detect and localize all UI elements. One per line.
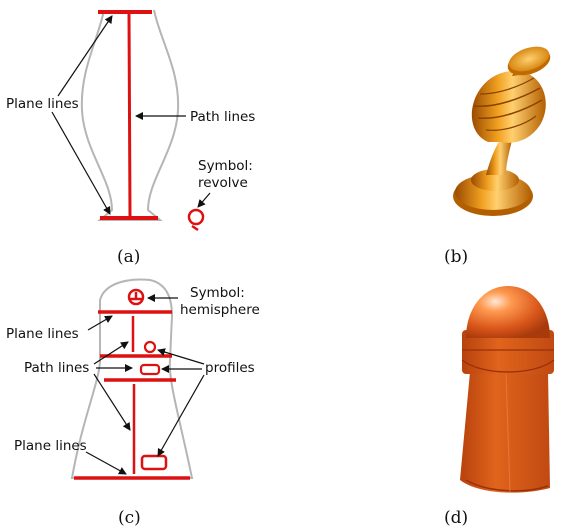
path-lines-label: Path lines <box>190 109 255 125</box>
panel-d: (d) <box>444 286 555 528</box>
plane-lines-arrow-top <box>57 15 113 97</box>
symbol-arrow <box>197 192 211 208</box>
panel-a: Plane lines Path lines Symbol: revolve (… <box>6 9 255 267</box>
caption-a: (a) <box>117 247 140 267</box>
panel-c: Symbol: hemisphere Plane lines Path line… <box>6 278 260 528</box>
path-lines-label-c: Path lines <box>24 360 89 376</box>
symbol-name-revolve: revolve <box>198 175 248 191</box>
path-lines-arrow-c3 <box>93 373 131 431</box>
plane-lines-label-bottom: Plane lines <box>14 438 87 454</box>
profile-rect-icon <box>139 363 161 376</box>
plane-lines-arrow-bottom <box>51 111 111 215</box>
plane-lines-arrow-c1 <box>87 315 113 331</box>
revolve-symbol-icon <box>187 208 205 232</box>
path-line <box>127 13 132 217</box>
caption-c: (c) <box>118 508 141 528</box>
profiles-arrow-3 <box>157 374 205 457</box>
plane-lines-label: Plane lines <box>6 96 79 112</box>
symbol-label-c: Symbol: <box>190 285 245 301</box>
hemisphere-symbol-icon <box>127 288 145 306</box>
symbol-name-hemisphere: hemisphere <box>180 302 260 318</box>
profiles-arrow-1 <box>157 348 205 365</box>
caption-b: (b) <box>444 247 468 267</box>
plane-lines-label-top: Plane lines <box>6 326 79 342</box>
profile-circle-icon <box>143 340 157 354</box>
profile-rect-bottom-icon <box>140 454 168 471</box>
profiles-label: profiles <box>205 360 255 376</box>
path-lines-arrow-c1 <box>93 341 129 365</box>
caption-d: (d) <box>444 508 468 528</box>
pawn-render <box>460 286 555 493</box>
panel-b: (b) <box>444 46 551 267</box>
symbol-label: Symbol: <box>198 158 253 174</box>
vase-render <box>453 46 551 216</box>
plane-lines-arrow-c2 <box>85 451 127 475</box>
